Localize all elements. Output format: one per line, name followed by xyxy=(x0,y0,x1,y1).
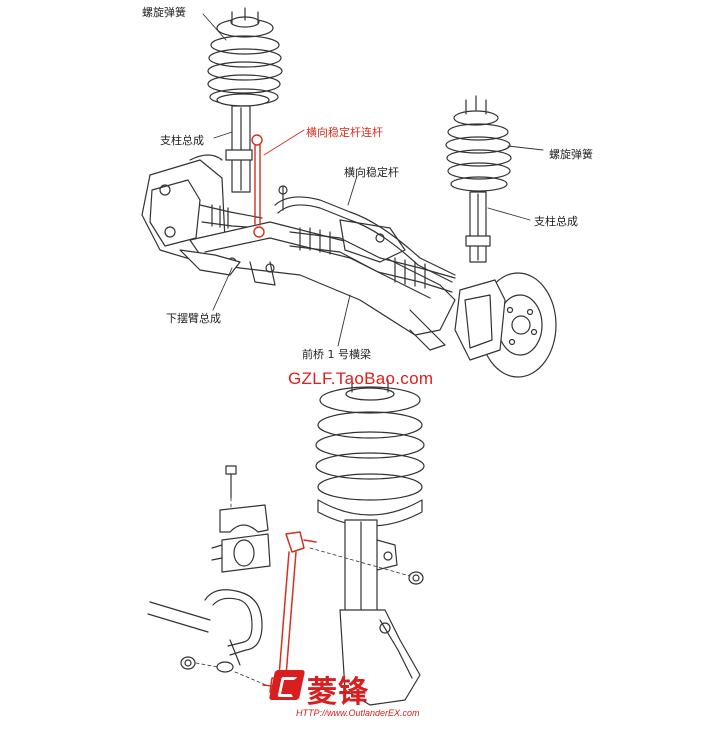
stabilizer-bar-bottom xyxy=(147,589,263,673)
stabilizer-link-top xyxy=(251,134,265,238)
left-coil-spring xyxy=(207,35,283,107)
label-stabilizer-link: 横向稳定杆连杆 xyxy=(306,126,383,139)
label-lower-arm: 下摆臂总成 xyxy=(166,312,221,325)
right-top-mount xyxy=(453,95,499,126)
nut-left xyxy=(180,656,196,670)
label-spring-right: 螺旋弹簧 xyxy=(549,148,593,161)
label-crossmember: 前桥 1 号横梁 xyxy=(302,348,371,361)
label-strut-right: 支柱总成 xyxy=(534,215,578,228)
label-stabilizer-bar: 横向稳定杆 xyxy=(344,166,399,179)
right-drive-shaft xyxy=(289,227,456,293)
label-spring-top: 螺旋弹簧 xyxy=(142,6,186,19)
stabilizer-bar-top xyxy=(274,185,456,283)
left-top-mount xyxy=(216,7,274,38)
brand-url: HTTP://www.OutlanderEX.com xyxy=(296,708,420,718)
right-coil-spring xyxy=(445,123,512,192)
right-strut xyxy=(465,191,491,263)
nut-right xyxy=(408,571,424,585)
brand-logo-icon xyxy=(268,670,306,700)
brand-name: 菱锋 xyxy=(307,675,369,710)
crossmember xyxy=(189,219,456,351)
left-strut xyxy=(225,105,253,193)
label-strut-left: 支柱总成 xyxy=(160,134,204,147)
bushing-bracket xyxy=(211,465,271,573)
watermark: GZLF.TaoBao.com xyxy=(288,369,434,388)
right-brake-disc xyxy=(454,272,557,378)
bottom-coil-spring xyxy=(315,379,425,527)
bottom-strut-body xyxy=(339,519,421,706)
lower-arm xyxy=(179,249,241,276)
